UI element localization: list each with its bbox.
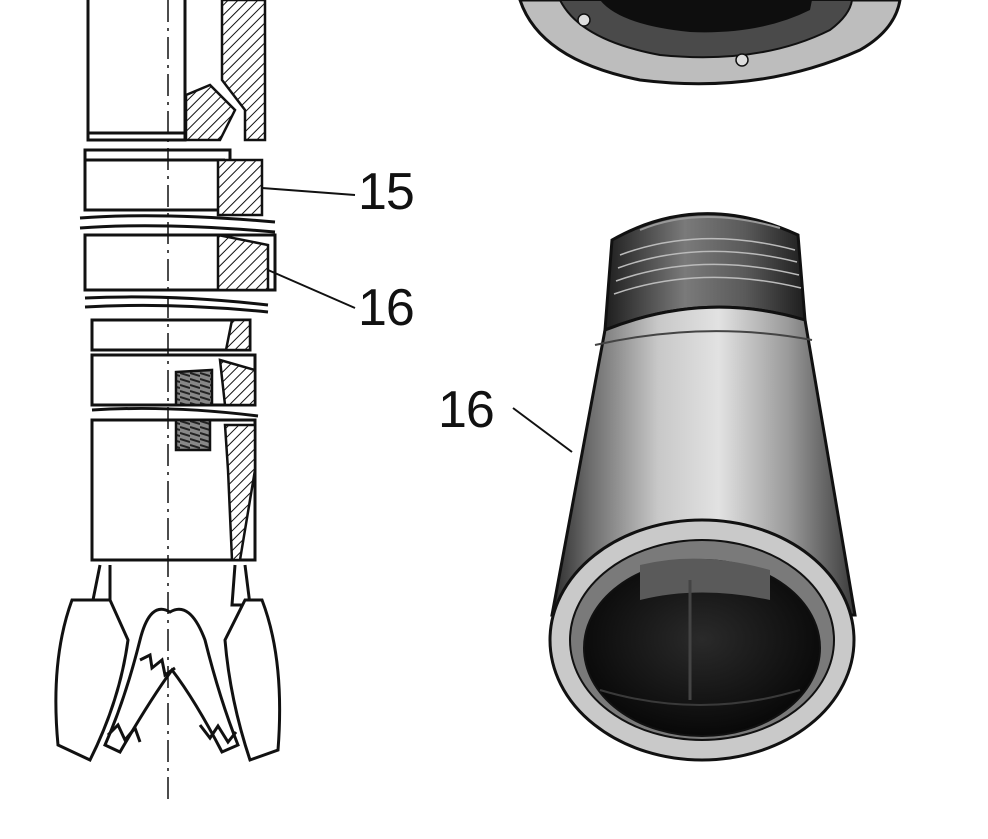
leader-line-15: [261, 187, 356, 196]
coupling-sleeve: [548, 212, 857, 762]
callout-16-drill: 16: [358, 279, 415, 337]
leader-line-16-drill: [267, 269, 356, 309]
leader-line-16-sleeve: [512, 407, 573, 453]
callout-16-sleeve: 16: [438, 381, 495, 439]
callout-15: 15: [358, 163, 415, 221]
flange-ring: [518, 0, 902, 86]
cutaway-section: [174, 0, 270, 562]
